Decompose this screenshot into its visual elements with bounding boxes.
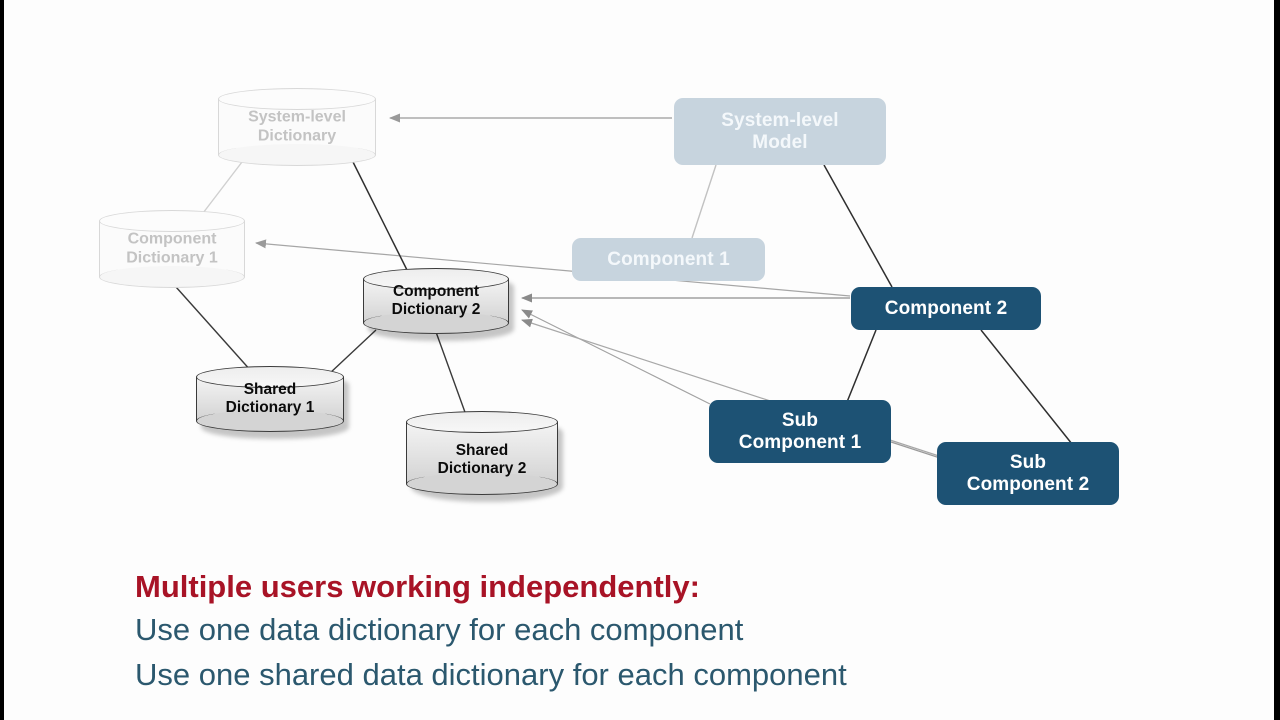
sub-component-2-node[interactable]: Sub Component 2	[937, 442, 1119, 505]
edge-subcomponent1-to-component-dictionary2	[521, 309, 711, 405]
caption-line-1: Use one data dictionary for each compone…	[135, 612, 744, 648]
edge-component-dictionary2-to-shared-dictionary2	[435, 331, 467, 416]
label-line-2: Dictionary 2	[437, 459, 527, 477]
component-dictionary-1-label: Component Dictionary 1	[99, 230, 245, 267]
label-line-1: Sub	[1009, 451, 1047, 473]
cylinder-top-ellipse	[218, 88, 376, 110]
component-dictionary-2-label: Component Dictionary 2	[363, 283, 509, 319]
label-line-1: Component 2	[884, 297, 1008, 319]
component-1-node[interactable]: Component 1	[572, 238, 765, 281]
label-line-1: Shared	[455, 441, 509, 459]
caption-line-2: Use one shared data dictionary for each …	[135, 656, 847, 692]
label-line-1: System-level	[721, 109, 839, 131]
label-line-2: Dictionary	[257, 127, 337, 144]
shared-dictionary-1-node[interactable]: Shared Dictionary 1	[196, 366, 349, 439]
component-2-label: Component 2	[885, 298, 1008, 320]
cylinder-bottom-ellipse	[406, 473, 558, 495]
cylinder-top-ellipse	[99, 210, 245, 232]
edge-system-dictionary-to-component-dictionary2	[351, 159, 408, 271]
component-dictionary-2-node[interactable]: Component Dictionary 2	[363, 268, 514, 341]
edge-subcomponent1-to-subcomponent2	[890, 441, 941, 459]
sub-component-1-node[interactable]: Sub Component 1	[709, 400, 891, 463]
edge-component2-to-subcomponent2	[980, 329, 1073, 445]
cylinder-top-ellipse	[406, 411, 558, 433]
edge-component-dictionary1-to-shared-dictionary1	[175, 286, 253, 373]
label-line-2: Dictionary 1	[225, 399, 315, 416]
caption-heading: Multiple users working independently:	[135, 569, 700, 604]
shared-dictionary-1-label: Shared Dictionary 1	[196, 381, 344, 417]
cylinder-bottom-ellipse	[196, 410, 344, 432]
label-line-1: Component 1	[607, 248, 730, 270]
sub-component-1-label: Sub Component 1	[739, 410, 862, 454]
label-line-1: System-level	[248, 108, 346, 126]
edge-model-to-component1	[691, 164, 717, 239]
label-line-2: Model	[752, 131, 808, 153]
caption-block: Multiple users working independently: Us…	[135, 566, 1135, 697]
label-line-1: Shared	[243, 381, 297, 399]
label-line-1: Component	[392, 283, 480, 301]
shared-dictionary-2-node[interactable]: Shared Dictionary 2	[406, 411, 563, 502]
sub-component-2-label: Sub Component 2	[967, 452, 1090, 496]
system-level-model-node[interactable]: System-level Model	[674, 98, 886, 165]
label-line-2: Component 2	[966, 473, 1090, 495]
edge-model-to-component2	[823, 164, 893, 288]
component-dictionary-1-node[interactable]: Component Dictionary 1	[99, 210, 245, 288]
cylinder-bottom-ellipse	[99, 266, 245, 288]
edge-system-dictionary-to-component-dictionary1	[199, 161, 243, 218]
label-line-1: Component	[127, 230, 217, 248]
label-line-2: Dictionary 1	[126, 249, 218, 266]
component-2-node[interactable]: Component 2	[851, 287, 1041, 330]
label-line-2: Dictionary 2	[391, 301, 481, 318]
shared-dictionary-2-label: Shared Dictionary 2	[406, 442, 558, 478]
label-line-2: Component 1	[738, 431, 862, 453]
system-level-dictionary-label: System-level Dictionary	[218, 108, 376, 145]
system-level-model-label: System-level Model	[721, 110, 838, 154]
system-level-dictionary-node[interactable]: System-level Dictionary	[218, 88, 376, 166]
edge-component2-to-subcomponent1	[846, 329, 877, 403]
component-1-label: Component 1	[607, 249, 730, 271]
cylinder-bottom-ellipse	[218, 144, 376, 166]
label-line-1: Sub	[781, 409, 819, 431]
